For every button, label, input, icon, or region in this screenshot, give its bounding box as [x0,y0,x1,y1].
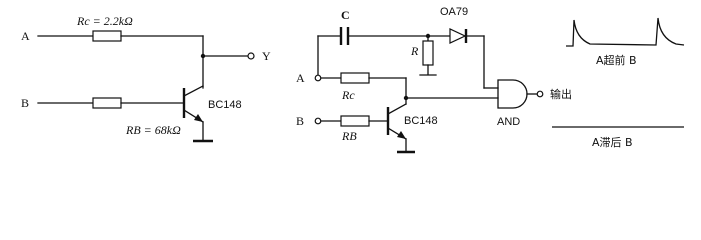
waveform-bottom-caption: A滞后 B [592,136,633,149]
left-rc-resistor [92,30,122,42]
right-diode-icon [449,28,467,44]
right-input-b-terminal [314,117,322,125]
right-and-gate-icon [497,79,528,109]
right-circuit: A B C R OA79 Rc [296,6,572,154]
left-circuit: A B Rc = 2.2kΩ Y BC148 RB = 68kΩ [21,14,271,143]
right-capacitor-label: C [341,8,350,22]
right-rb-label: RB [341,129,357,143]
right-r-resistor [422,40,434,66]
right-emitter-arrow-icon [397,131,406,139]
left-emitter-arrow-icon [194,114,203,122]
right-input-b-label: B [296,114,304,128]
right-rc-label: Rc [341,88,355,102]
right-gate-label: AND [497,116,520,128]
left-transistor-label: BC148 [208,99,242,111]
left-input-a-label: A [21,29,30,43]
left-rc-label: Rc = 2.2kΩ [76,14,133,28]
right-rc-resistor [340,72,370,84]
waveform-top-caption: A超前 B [596,53,637,67]
right-output-label: 输出 [550,87,572,101]
left-output-terminal [247,52,255,60]
right-transistor-collector [387,103,407,115]
right-rb-resistor [340,115,370,127]
right-output-terminal [536,90,544,98]
left-rb-resistor [92,97,122,109]
right-input-a-terminal [314,74,322,82]
waveform-a-leads-b [566,17,685,47]
right-r-label: R [410,44,419,58]
right-diode-label: OA79 [440,6,468,18]
right-input-a-label: A [296,71,305,85]
left-output-y-label: Y [262,49,271,63]
waveforms: A超前 B A滞后 B [552,17,685,149]
circuit-diagram: A B Rc = 2.2kΩ Y BC148 RB = 68kΩ A B [21,6,685,154]
left-transistor-collector [183,85,204,97]
right-transistor-label: BC148 [404,115,438,127]
left-input-b-label: B [21,96,29,110]
left-rb-label: RB = 68kΩ [125,123,181,137]
left-junction [200,53,206,59]
